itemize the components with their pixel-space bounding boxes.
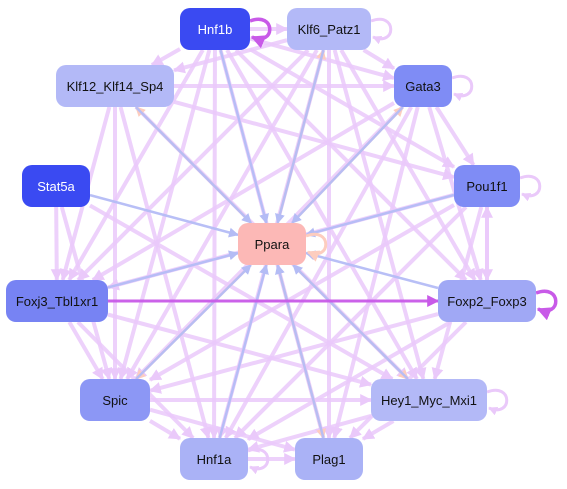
node-hnf1b[interactable]: Hnf1b <box>180 8 250 50</box>
self-loop-gata3 <box>451 74 474 102</box>
node-stat5a[interactable]: Stat5a <box>22 165 90 207</box>
node-hey1-myc-mxi1[interactable]: Hey1_Myc_Mxi1 <box>371 379 487 421</box>
edge-pou1f1-ppara <box>305 193 455 238</box>
node-label: Hey1_Myc_Mxi1 <box>380 392 478 408</box>
edge-hnf1b-hey1 <box>225 49 419 381</box>
node-klf6-patz1[interactable]: Klf6_Patz1 <box>287 8 371 50</box>
self-loop-hnf1a <box>247 447 270 475</box>
edge-klf6-ppara <box>275 49 325 224</box>
edge-hey1-ppara <box>292 264 409 380</box>
node-label: Stat5a <box>37 178 75 194</box>
self-loop-ppara <box>305 232 328 262</box>
self-loop-hnf1b <box>249 17 272 49</box>
node-spic[interactable]: Spic <box>80 379 150 421</box>
node-label: Spic <box>102 392 128 408</box>
edge-klf12-pou1f1 <box>173 99 456 181</box>
edge-hnf1b-klf12 <box>150 47 181 67</box>
node-plag1[interactable]: Plag1 <box>295 438 363 480</box>
node-label: Pou1f1 <box>466 178 508 194</box>
edge-spic-hnf1a <box>148 419 182 441</box>
edge-klf6-gata3 <box>362 48 396 71</box>
node-label: Ppara <box>254 236 290 252</box>
edge-foxj3-spic <box>67 320 105 381</box>
edge-foxj3-ppara <box>107 250 239 289</box>
edge-hnf1a-ppara <box>218 264 269 439</box>
edge-pou1f1-spic <box>148 203 455 382</box>
node-label: Gata3 <box>405 78 441 94</box>
node-hnf1a[interactable]: Hnf1a <box>180 438 248 480</box>
node-pou1f1[interactable]: Pou1f1 <box>454 165 520 207</box>
node-ppara[interactable]: Ppara <box>238 223 306 265</box>
edge-foxp2-ppara <box>305 250 439 290</box>
node-label: Plag1 <box>312 451 346 467</box>
node-klf12-klf14-sp4[interactable]: Klf12_Klf14_Sp4 <box>56 65 174 107</box>
edge-hnf1b-hnf1a <box>208 49 221 440</box>
edge-hey1-hnf1a <box>246 413 372 453</box>
edge-foxj3-hey1 <box>107 312 373 388</box>
node-foxj3-tbl1xr1[interactable]: Foxj3_Tbl1xr1 <box>6 280 108 322</box>
self-loop-pou1f1 <box>519 174 542 202</box>
edge-gata3-pou1f1 <box>434 105 476 167</box>
node-label: Hnf1a <box>196 451 232 467</box>
edge-gata3-hnf1a <box>224 106 413 440</box>
edge-plag1-ppara <box>275 264 325 439</box>
edge-spic-ppara <box>135 264 252 380</box>
edge-klf12-ppara <box>134 106 253 224</box>
node-label: Klf12_Klf14_Sp4 <box>66 78 164 94</box>
self-loop-klf6 <box>370 17 393 45</box>
edge-klf6-klf12 <box>172 38 288 74</box>
node-label: Klf6_Patz1 <box>297 21 361 37</box>
node-gata3[interactable]: Gata3 <box>394 65 452 107</box>
node-foxp2-foxp3[interactable]: Foxp2_Foxp3 <box>438 280 536 322</box>
node-label: Hnf1b <box>197 21 233 37</box>
edge-hey1-plag1 <box>361 419 395 441</box>
edge-hnf1b-ppara <box>219 49 269 224</box>
node-label: Foxp2_Foxp3 <box>447 293 527 309</box>
edge-foxp2-spic <box>148 312 439 394</box>
edge-stat5a-foxj3 <box>50 206 63 282</box>
edge-foxp2-hnf1a <box>246 320 452 442</box>
self-loop-foxp2 <box>535 289 558 321</box>
edge-stat5a-hey1 <box>89 203 394 381</box>
edge-gata3-ppara <box>291 106 404 224</box>
edge-stat5a-ppara <box>89 193 239 238</box>
node-label: Foxj3_Tbl1xr1 <box>15 293 99 309</box>
edge-klf6-spic <box>125 49 319 381</box>
edge-gata3-foxj3 <box>91 101 396 282</box>
edge-hnf1b-foxp2 <box>234 48 468 282</box>
self-loop-hey1 <box>486 388 509 416</box>
